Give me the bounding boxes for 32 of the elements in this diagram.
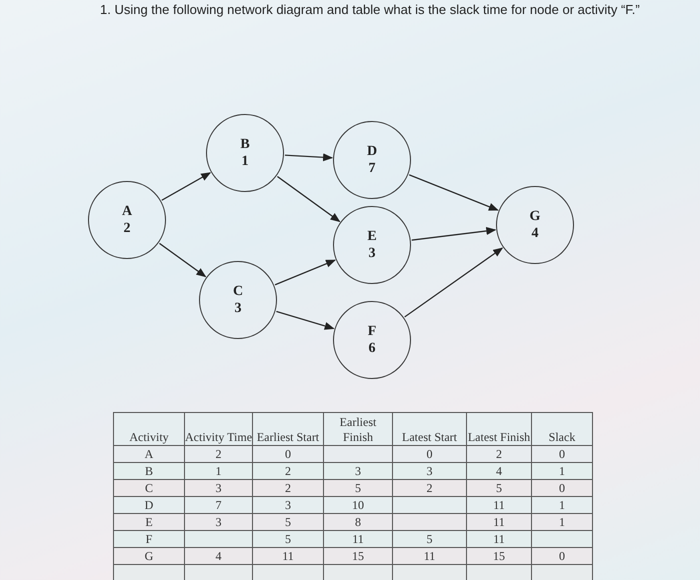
activity-duration: 3 (234, 300, 242, 317)
question-title: 1. Using the following network diagram and table what is the slack time for node or activity “F.” (100, 2, 640, 17)
activity-duration: 6 (368, 340, 376, 357)
activity-duration: 7 (368, 160, 376, 177)
arrow (161, 172, 212, 201)
activity-duration: 4 (532, 225, 538, 242)
activity-circle (88, 181, 166, 259)
activity-duration: 3 (368, 245, 376, 262)
arrow (284, 153, 334, 162)
activity-letter: F (368, 323, 376, 340)
activity-duration: 1 (242, 153, 248, 170)
activity-circle (333, 121, 411, 199)
activity-circle (333, 301, 411, 379)
arrow (159, 242, 206, 278)
activity-circle (333, 206, 411, 284)
activity-circle (496, 186, 574, 264)
activity-letter: E (367, 228, 377, 245)
activity-circle (199, 261, 277, 339)
activity-duration: 2 (124, 220, 130, 237)
activity-circle (206, 114, 284, 192)
activity-letter: C (232, 283, 244, 300)
activity-letter: B (240, 136, 250, 153)
arrow (277, 176, 340, 222)
activity-letter: D (366, 143, 378, 160)
column-header: Activity (114, 412, 184, 446)
activity-letter: G (530, 208, 540, 225)
arrow (274, 260, 336, 286)
arrow (276, 310, 335, 330)
arrow (412, 227, 496, 241)
arrow (408, 174, 499, 211)
activity-letter: A (122, 203, 132, 220)
arrow (404, 247, 504, 318)
